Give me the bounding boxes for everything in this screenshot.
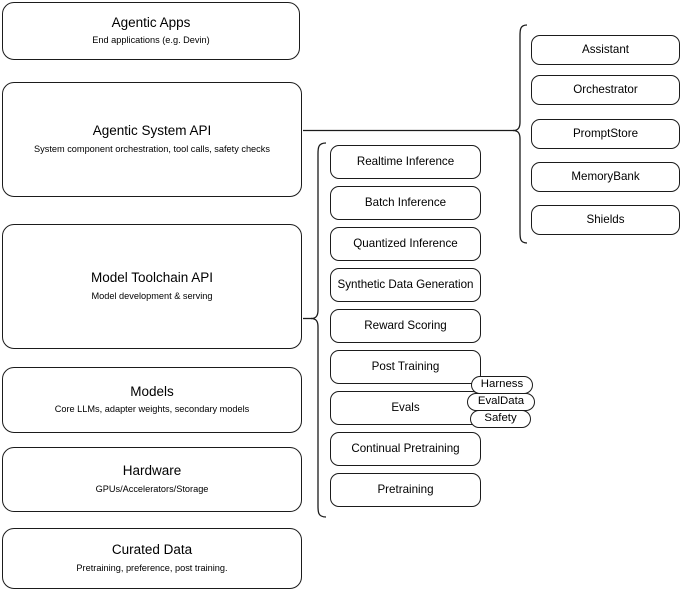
layer-agentic-system-api[interactable]: Agentic System API System component orch… bbox=[2, 82, 302, 197]
layer-title: Hardware bbox=[122, 463, 182, 479]
system-item-promptstore[interactable]: PromptStore bbox=[531, 119, 680, 149]
pill-label: Continual Pretraining bbox=[351, 442, 460, 456]
evals-tag-evaldata[interactable]: EvalData bbox=[467, 393, 535, 411]
system-column-brace bbox=[512, 24, 528, 244]
system-item-orchestrator[interactable]: Orchestrator bbox=[531, 75, 680, 105]
pill-label: Assistant bbox=[581, 43, 630, 57]
toolchain-item-evals[interactable]: Evals bbox=[330, 391, 481, 425]
pill-label: Batch Inference bbox=[364, 196, 447, 210]
pill-label: Evals bbox=[391, 401, 420, 415]
toolchain-item-quantized-inference[interactable]: Quantized Inference bbox=[330, 227, 481, 261]
pill-label: Synthetic Data Generation bbox=[337, 278, 474, 292]
toolchain-item-realtime-inference[interactable]: Realtime Inference bbox=[330, 145, 481, 179]
layer-subtitle: System component orchestration, tool cal… bbox=[34, 143, 270, 154]
toolchain-item-pretraining[interactable]: Pretraining bbox=[330, 473, 481, 507]
system-item-shields[interactable]: Shields bbox=[531, 205, 680, 235]
pill-label: Quantized Inference bbox=[353, 237, 458, 251]
evals-tag-harness[interactable]: Harness bbox=[471, 376, 533, 394]
layer-models[interactable]: Models Core LLMs, adapter weights, secon… bbox=[2, 367, 302, 433]
pill-label: Shields bbox=[586, 213, 625, 227]
pill-label: Realtime Inference bbox=[356, 155, 455, 169]
layer-subtitle: End applications (e.g. Devin) bbox=[92, 35, 210, 46]
pill-label: Post Training bbox=[371, 360, 440, 374]
toolchain-item-synthetic-data-generation[interactable]: Synthetic Data Generation bbox=[330, 268, 481, 302]
toolchain-item-batch-inference[interactable]: Batch Inference bbox=[330, 186, 481, 220]
mini-pill-label: EvalData bbox=[477, 395, 525, 408]
layer-hardware[interactable]: Hardware GPUs/Accelerators/Storage bbox=[2, 447, 302, 512]
system-item-assistant[interactable]: Assistant bbox=[531, 35, 680, 65]
pill-label: Pretraining bbox=[377, 483, 434, 497]
toolchain-column-brace bbox=[310, 142, 327, 518]
layer-title: Agentic System API bbox=[92, 123, 212, 139]
layer-model-toolchain-api[interactable]: Model Toolchain API Model development & … bbox=[2, 224, 302, 349]
layer-title: Agentic Apps bbox=[111, 14, 191, 30]
toolchain-item-continual-pretraining[interactable]: Continual Pretraining bbox=[330, 432, 481, 466]
layer-subtitle: Pretraining, preference, post training. bbox=[76, 562, 228, 573]
toolchain-item-reward-scoring[interactable]: Reward Scoring bbox=[330, 309, 481, 343]
layer-agentic-apps[interactable]: Agentic Apps End applications (e.g. Devi… bbox=[2, 2, 300, 60]
layer-title: Models bbox=[130, 383, 174, 399]
system-item-memorybank[interactable]: MemoryBank bbox=[531, 162, 680, 192]
layer-subtitle: GPUs/Accelerators/Storage bbox=[95, 483, 209, 494]
pill-label: Orchestrator bbox=[573, 83, 638, 97]
evals-tag-safety[interactable]: Safety bbox=[470, 410, 531, 428]
mini-pill-label: Safety bbox=[484, 412, 517, 425]
pill-label: Reward Scoring bbox=[364, 319, 447, 333]
mini-pill-label: Harness bbox=[480, 378, 524, 391]
pill-label: MemoryBank bbox=[571, 170, 640, 184]
layer-title: Curated Data bbox=[111, 542, 193, 558]
layer-subtitle: Core LLMs, adapter weights, secondary mo… bbox=[54, 404, 250, 415]
pill-label: PromptStore bbox=[572, 127, 639, 141]
layer-subtitle: Model development & serving bbox=[91, 290, 213, 301]
layer-title: Model Toolchain API bbox=[90, 270, 214, 286]
layer-curated-data[interactable]: Curated Data Pretraining, preference, po… bbox=[2, 528, 302, 589]
toolchain-item-post-training[interactable]: Post Training bbox=[330, 350, 481, 384]
